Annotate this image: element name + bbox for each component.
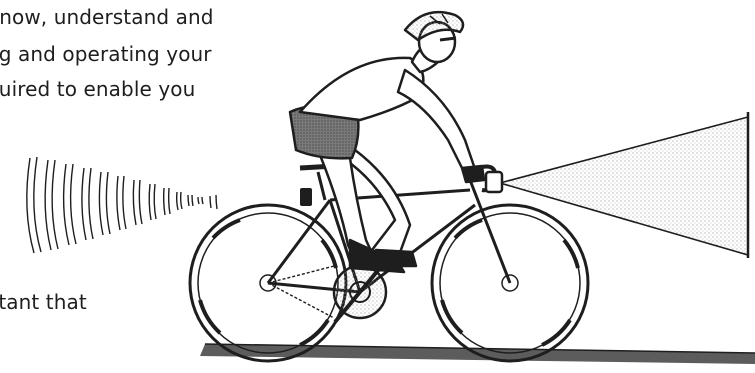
rear-light (300, 188, 312, 206)
chainring (268, 262, 386, 322)
front-headlight (486, 172, 502, 192)
rear-light-signal-icon (27, 157, 217, 253)
cyclist-rider (290, 12, 484, 272)
headlight-beam (500, 112, 748, 258)
